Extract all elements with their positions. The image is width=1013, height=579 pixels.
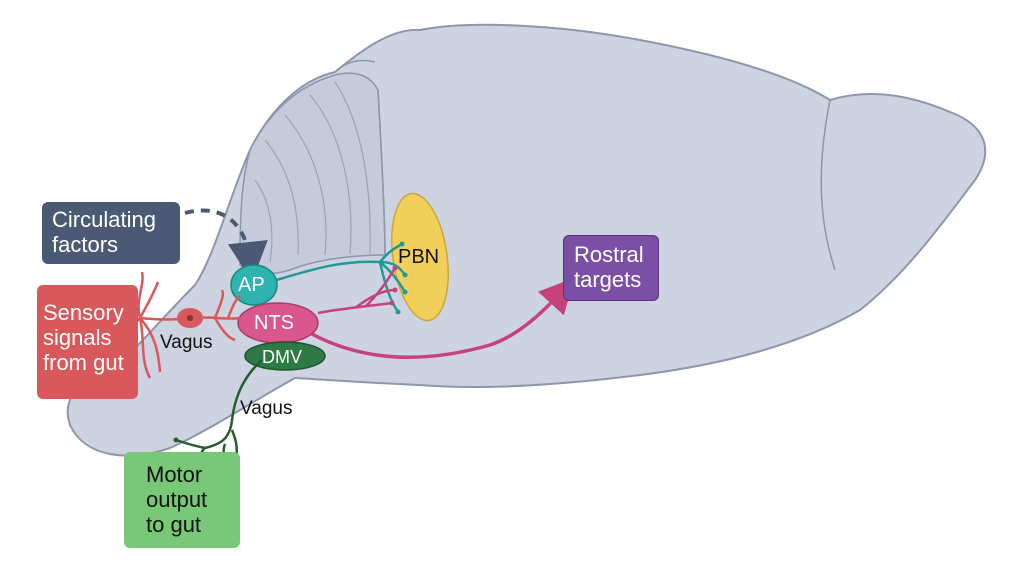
- vagus-sensory-label: Vagus: [160, 332, 213, 353]
- nts-axon-terminals: [389, 265, 398, 306]
- olfactory-boundary: [820, 99, 836, 271]
- midbrain-boundary: [334, 59, 376, 73]
- rostral-line-1: Rostral: [574, 242, 644, 267]
- cerebellum-folia: [254, 81, 371, 263]
- motor-output-box: Motor output to gut: [124, 452, 240, 548]
- motor-line-2: output: [146, 487, 208, 512]
- rostral-targets-box: Rostral targets: [563, 235, 659, 301]
- dmv-label: DMV: [262, 347, 302, 367]
- circulating-line-1: Circulating: [52, 207, 156, 232]
- motor-line-3: to gut: [146, 512, 202, 537]
- nts-label: NTS: [254, 312, 294, 334]
- sensory-signals-box: Sensory signals from gut: [37, 285, 138, 399]
- projection-arrow-icon: [309, 277, 575, 359]
- dmv-region: [244, 341, 326, 371]
- cerebellum: [239, 72, 386, 275]
- sensory-neuron-nucleus: [187, 315, 193, 321]
- cortex-boundary: [377, 89, 386, 256]
- pbn-region: [391, 192, 449, 322]
- brain-outline: [66, 23, 987, 457]
- sensory-line-3: from gut: [43, 350, 124, 375]
- circulating-line-2: factors: [52, 232, 119, 257]
- motor-line-1: Motor: [146, 462, 203, 487]
- sensory-line-1: Sensory: [43, 300, 124, 325]
- ap-axon-terminals: [395, 241, 408, 315]
- dashed-arrow-icon: [184, 208, 268, 282]
- sensory-line-2: signals: [43, 325, 112, 350]
- nts-axons: [317, 267, 397, 315]
- rostral-line-2: targets: [574, 267, 642, 292]
- circulating-factors-box: Circulating factors: [42, 202, 180, 264]
- ap-region: [230, 264, 278, 306]
- pbn-label: PBN: [398, 246, 440, 268]
- ap-label: AP: [238, 274, 265, 296]
- vagus-motor-label: Vagus: [240, 398, 293, 419]
